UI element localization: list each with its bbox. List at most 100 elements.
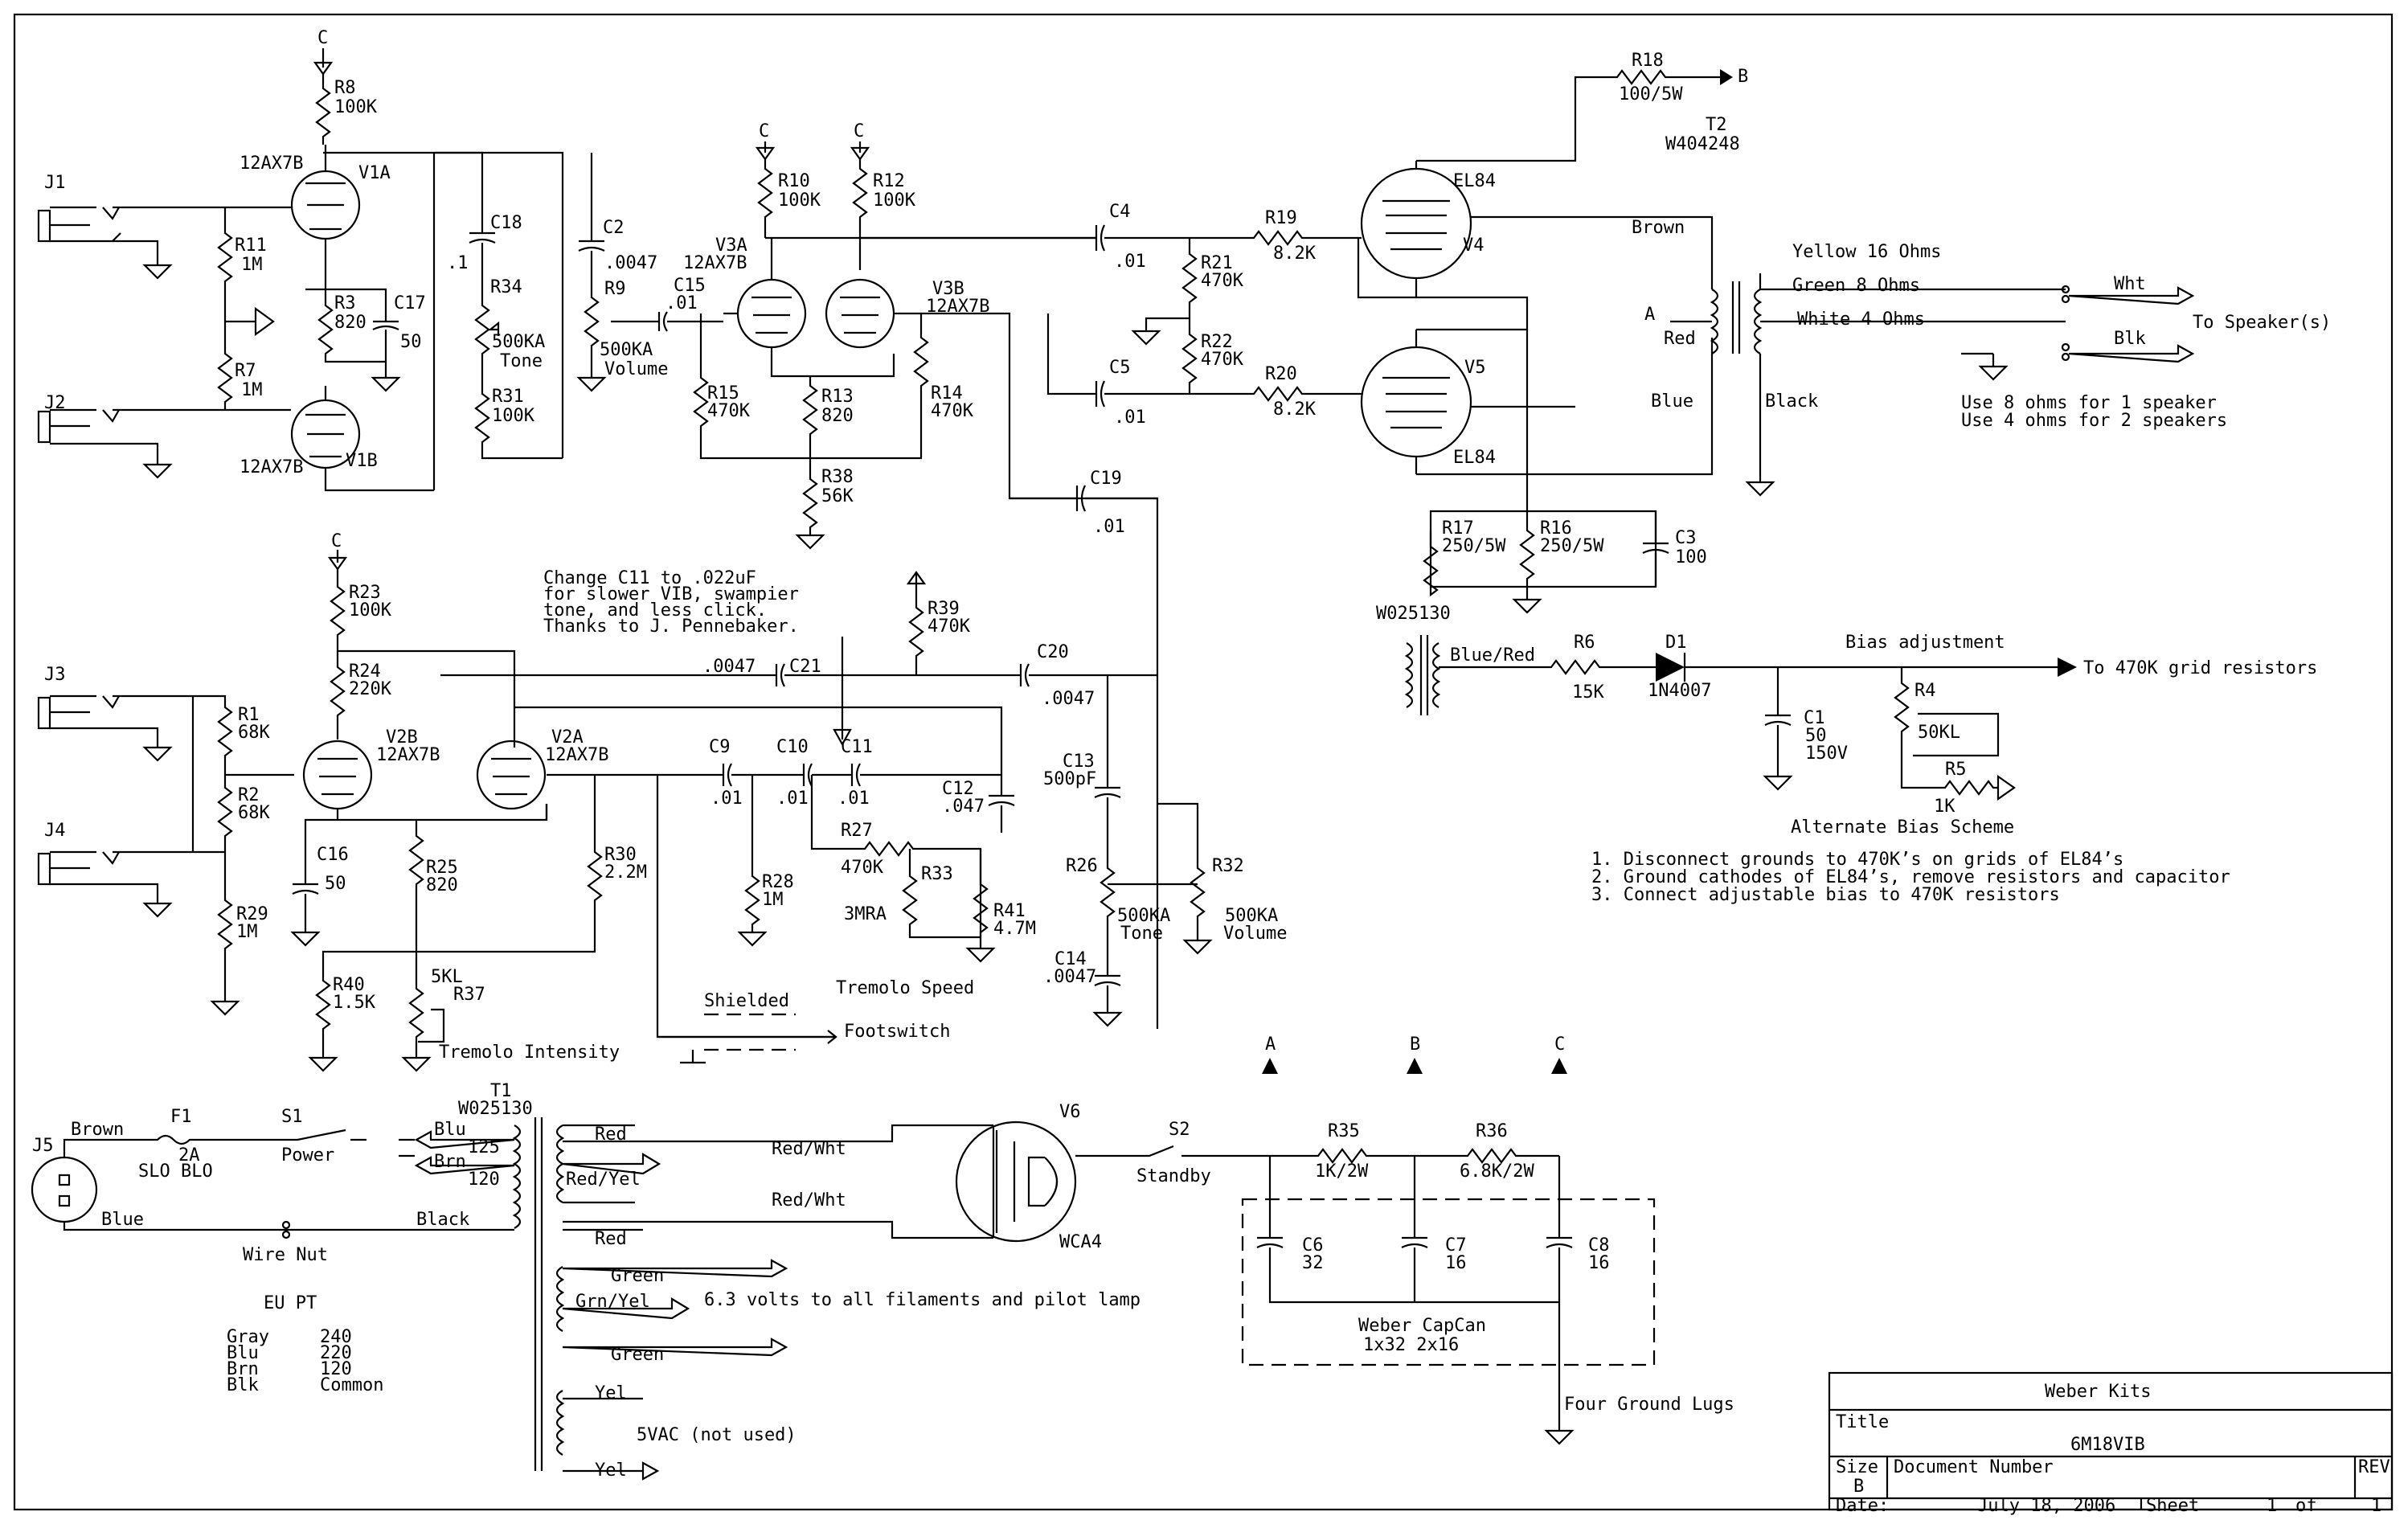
eu-common: Common: [320, 1375, 383, 1395]
filaments-note: 6.3 volts to all filaments and pilot lam…: [704, 1290, 1141, 1310]
value-r10: 100K: [778, 190, 821, 211]
function-r9: Volume: [604, 359, 668, 379]
tube-v2b: [302, 739, 373, 868]
tube-v3b: [825, 278, 895, 349]
value-c1a: 50: [1805, 726, 1827, 746]
t1-blu-125: 125: [468, 1137, 500, 1157]
label-r40: R40: [333, 975, 365, 995]
change-note-4: Thanks to J. Pennebaker.: [543, 617, 799, 637]
label-c-r12: C: [854, 121, 864, 141]
tb-company: Weber Kits: [2045, 1382, 2151, 1402]
label-c16: C16: [317, 845, 349, 865]
wire-wht: Wht: [2114, 274, 2146, 294]
label-c13: C13: [1063, 752, 1095, 772]
value-r38: 56K: [821, 486, 854, 506]
bias-transformer: [1404, 635, 1441, 715]
label-d1: D1: [1665, 633, 1687, 653]
value-r12: 100K: [873, 190, 916, 211]
value-r6: 15K: [1572, 682, 1604, 703]
capcan-title: Weber CapCan: [1358, 1316, 1486, 1336]
shielded-label: Shielded: [704, 991, 789, 1011]
tube-v3a-label: V3A: [715, 236, 747, 256]
value-c13: 500pF: [1043, 769, 1096, 789]
label-r39: R39: [928, 599, 960, 619]
eu-pt-title: EU PT: [264, 1293, 317, 1313]
t1-red-b: Red: [595, 1229, 627, 1249]
value-c19: .01: [1093, 517, 1125, 537]
label-c2: C2: [603, 218, 625, 238]
label-r31: R31: [492, 387, 524, 407]
label-r33: R33: [921, 864, 953, 884]
label-r28: R28: [762, 872, 794, 892]
value-c14: .0047: [1043, 967, 1096, 987]
t1-red-yel: Red/Yel: [566, 1170, 641, 1190]
value-r34: 500KA: [492, 332, 545, 352]
tb-sheet-number: 1: [2267, 1496, 2277, 1516]
tube-v2b-type: 12AX7B: [376, 745, 440, 765]
tube-v1a: [290, 145, 361, 291]
tube-v2a-type: 12AX7B: [545, 745, 608, 765]
value-c1b: 150V: [1805, 744, 1848, 764]
value-r16: 250/5W: [1540, 536, 1604, 556]
label-wca4: WCA4: [1059, 1232, 1102, 1252]
value-r22: 470K: [1201, 350, 1244, 370]
value-r35: 1K/2W: [1315, 1161, 1369, 1182]
value-r29: 1M: [236, 922, 258, 942]
label-r12: R12: [873, 171, 905, 191]
label-r16: R16: [1540, 518, 1572, 539]
t1-yel-b: Yel: [595, 1460, 627, 1481]
eu-brn: Brn: [227, 1359, 259, 1379]
value-c11: .01: [837, 789, 870, 809]
note-1: 1. Disconnect grounds to 470K’s on grids…: [1591, 850, 2123, 870]
value-c2: .0047: [604, 253, 657, 273]
transformer-t2: [1670, 273, 1775, 497]
to-speakers: To Speaker(s): [2193, 313, 2331, 333]
tb-title: 6M18VIB: [2070, 1435, 2145, 1455]
label-r6: R6: [1574, 633, 1595, 653]
label-c-r23: C: [331, 531, 342, 551]
tube-v3a-type: 12AX7B: [683, 253, 747, 273]
tube-v2a: [476, 739, 547, 810]
value-c6: 32: [1302, 1253, 1324, 1273]
label-r25: R25: [426, 858, 458, 878]
value-c12: .047: [942, 797, 985, 817]
t2-yellow: Yellow 16 Ohms: [1792, 242, 1941, 262]
tb-doc-label: Document Number: [1894, 1457, 2054, 1477]
eu-gray: Gray: [227, 1327, 269, 1347]
t2-red: Red: [1664, 329, 1696, 349]
label-c20: C20: [1037, 642, 1069, 662]
label-r30: R30: [604, 845, 637, 865]
label-c9: C9: [709, 737, 731, 757]
label-j4: J4: [44, 821, 66, 841]
note-3: 3. Connect adjustable bias to 470K resis…: [1591, 885, 2060, 905]
label-r21: R21: [1201, 253, 1233, 273]
tube-v5-type: EL84: [1453, 448, 1496, 468]
eu-blu: Blu: [227, 1343, 259, 1363]
label-c-top: C: [317, 28, 328, 48]
label-r24: R24: [349, 662, 381, 682]
drawing-border: [13, 13, 2394, 1511]
value-r14: 470K: [931, 401, 974, 421]
t1-blu: Blu: [434, 1120, 466, 1140]
label-r26: R26: [1066, 856, 1098, 876]
input-jacks-j1-j2: [37, 206, 225, 479]
value-r7: 1M: [241, 380, 263, 400]
label-c17: C17: [394, 293, 426, 313]
label-c1: C1: [1804, 708, 1825, 728]
function-r34: Tone: [500, 351, 543, 371]
value-r2: 68K: [238, 803, 270, 823]
tube-v1a-type: 12AX7B: [240, 154, 303, 174]
value-c17: 50: [400, 332, 422, 352]
label-c10: C10: [776, 737, 809, 757]
tremolo-intensity: Tremolo Intensity: [439, 1043, 620, 1063]
label-f1: F1: [170, 1107, 192, 1127]
value-r30: 2.2M: [604, 862, 647, 883]
wire-brown-in: Brown: [71, 1120, 124, 1140]
tube-v4-label: V4: [1463, 236, 1485, 256]
label-c6: C6: [1302, 1235, 1324, 1256]
value-c7: 16: [1445, 1253, 1467, 1273]
label-s1: S1: [281, 1107, 303, 1127]
value-c4: .01: [1114, 252, 1146, 272]
label-r37: R37: [453, 985, 485, 1005]
label-c4: C4: [1109, 202, 1131, 222]
